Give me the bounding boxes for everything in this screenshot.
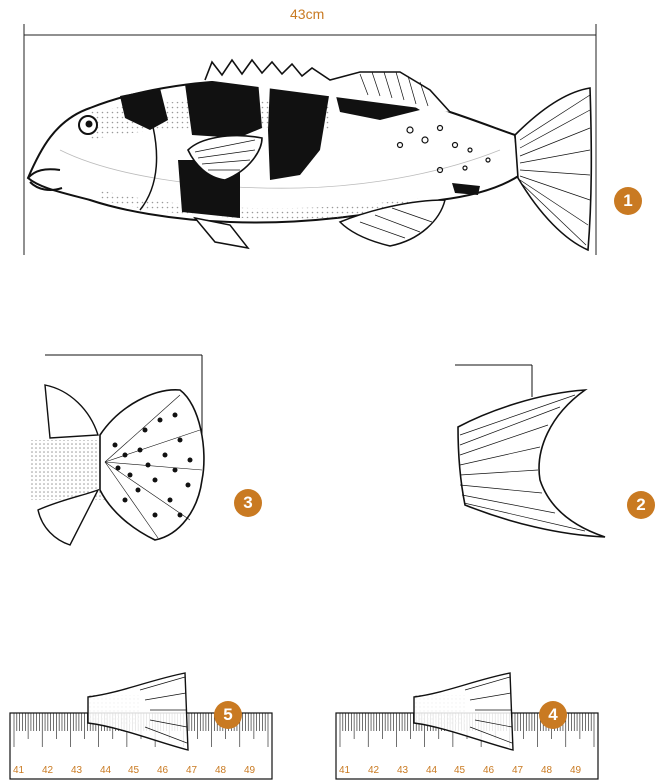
right-ruler-num: 44 bbox=[426, 765, 437, 776]
left-ruler-num: 49 bbox=[244, 765, 255, 776]
right-ruler-num: 47 bbox=[512, 765, 523, 776]
left-ruler-num: 45 bbox=[128, 765, 139, 776]
full-fish-illustration bbox=[0, 0, 659, 270]
left-ruler-num: 46 bbox=[157, 765, 168, 776]
left-ruler-num: 42 bbox=[42, 765, 53, 776]
right-ruler-num: 42 bbox=[368, 765, 379, 776]
badge-3: 3 bbox=[234, 489, 262, 517]
right-ruler-tail bbox=[330, 665, 610, 781]
badge-2: 2 bbox=[627, 491, 655, 519]
left-ruler-num: 48 bbox=[215, 765, 226, 776]
left-ruler-num: 43 bbox=[71, 765, 82, 776]
lunate-caudal-fin bbox=[458, 390, 605, 537]
right-ruler-num: 43 bbox=[397, 765, 408, 776]
right-ruler-num: 45 bbox=[454, 765, 465, 776]
left-ruler-num: 47 bbox=[186, 765, 197, 776]
lunate-tail-illustration bbox=[450, 355, 620, 545]
rounded-tail-illustration bbox=[30, 350, 220, 555]
left-ruler-num: 44 bbox=[100, 765, 111, 776]
right-ruler-num: 46 bbox=[483, 765, 494, 776]
badge-4: 4 bbox=[539, 701, 567, 729]
right-ruler-num: 48 bbox=[541, 765, 552, 776]
right-ruler-num: 41 bbox=[339, 765, 350, 776]
badge-5: 5 bbox=[214, 701, 242, 729]
right-ruler-num: 49 bbox=[570, 765, 581, 776]
caudal-fin bbox=[515, 88, 591, 250]
badge-1: 1 bbox=[614, 187, 642, 215]
left-ruler-num: 41 bbox=[13, 765, 24, 776]
rounded-caudal-fin bbox=[100, 390, 204, 540]
